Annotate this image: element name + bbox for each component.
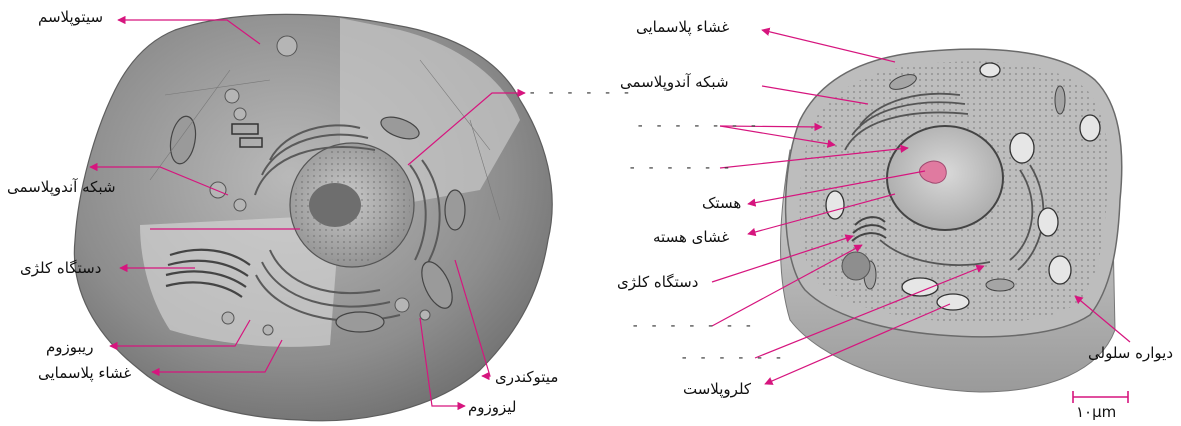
label-blank-3: - - - - - - - <box>631 318 754 334</box>
label-blank-1: - - - - - - - <box>636 118 759 134</box>
label-cell-wall: دیواره سلولی <box>1088 344 1173 362</box>
label-membrane-plant: غشاء پلاسمایی <box>636 18 729 36</box>
label-blank-4: - - - - - - <box>680 350 784 366</box>
label-er-plant: شبکه آندوپلاسمی <box>620 73 729 91</box>
label-membrane-animal: غشاء پلاسمایی <box>38 364 131 382</box>
plant-cell <box>781 49 1122 392</box>
label-cytoplasm: سیتوپلاسم <box>38 8 103 26</box>
label-nucleolus: هستک <box>702 194 741 212</box>
label-blank-nucleus: - - - - - - <box>528 85 632 101</box>
label-ribosome: ریبوزوم <box>46 338 93 356</box>
label-er-animal: شبکه آندوپلاسمی <box>7 178 116 196</box>
label-golgi-plant: دستگاه کلژی <box>617 273 698 291</box>
plant-vacuole <box>842 252 870 280</box>
animal-nucleolus <box>309 183 361 227</box>
label-nuclear-membrane: غشای هسته <box>653 228 729 246</box>
label-golgi-animal: دستگاه کلژی <box>20 259 101 277</box>
arrow-membrane-plant <box>762 30 895 62</box>
scale-bar <box>1073 391 1128 403</box>
animal-cell <box>74 14 552 420</box>
label-chloroplast: کلروپلاست <box>683 380 751 398</box>
label-mitochondria: میتوکندری <box>495 368 558 386</box>
label-lysosome: لیزوزوم <box>468 398 516 416</box>
label-scale: ۱۰μm <box>1076 403 1116 421</box>
label-blank-2: - - - - - - <box>628 160 732 176</box>
